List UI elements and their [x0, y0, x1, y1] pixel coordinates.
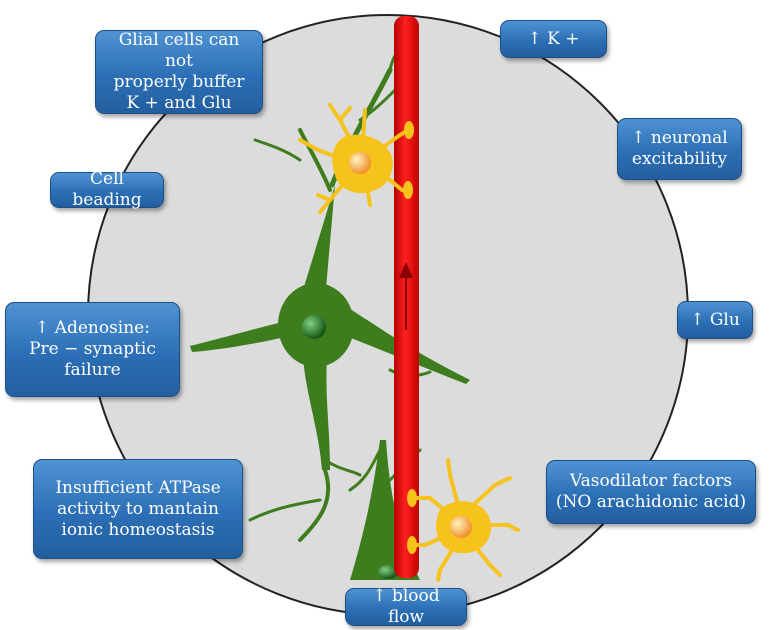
vasodilator-text: Vasodilator factors (NO arachidonic acid…	[555, 471, 747, 512]
glial-buffer-box: Glial cells can not properly buffer K + …	[95, 30, 263, 114]
vasodilator-box: Vasodilator factors (NO arachidonic acid…	[546, 460, 756, 524]
blood-flow-arrow-icon	[399, 262, 413, 278]
cell-beading-text: Cell beading	[72, 169, 142, 210]
blood-flow-box: ↑ blood flow	[345, 586, 467, 627]
cell-beading-box: Cell beading	[50, 169, 164, 210]
blood-flow-text: ↑ blood flow	[372, 586, 440, 627]
glutamate-box: ↑ Glu	[677, 301, 753, 339]
potassium-text: ↑ K +	[527, 28, 580, 49]
atpase-text: Insufficient ATPase activity to mantain …	[55, 477, 221, 540]
astrocyte-lower-nucleus	[450, 516, 472, 538]
adenosine-text: ↑ Adenosine: Pre − synaptic failure	[29, 318, 156, 380]
neuronal-excitability-box: ↑ neuronal excitability	[617, 118, 742, 180]
glial-buffer-text: Glial cells can not properly buffer K + …	[113, 30, 245, 113]
astrocyte-lower	[410, 458, 520, 582]
potassium-box: ↑ K +	[500, 20, 607, 58]
astrocyte-endfeet-upper	[403, 121, 414, 199]
glutamate-text: ↑ Glu	[690, 309, 740, 330]
neuronal-excitability-text: ↑ neuronal excitability	[631, 128, 728, 169]
astrocyte-endfeet-lower	[407, 489, 417, 554]
adenosine-box: ↑ Adenosine: Pre − synaptic failure	[5, 302, 180, 397]
astrocyte-upper-nucleus	[349, 152, 371, 174]
neuron-nucleus-upper	[302, 315, 326, 339]
neuron-nucleus-lower	[378, 565, 398, 579]
atpase-box: Insufficient ATPase activity to mantain …	[33, 459, 243, 559]
